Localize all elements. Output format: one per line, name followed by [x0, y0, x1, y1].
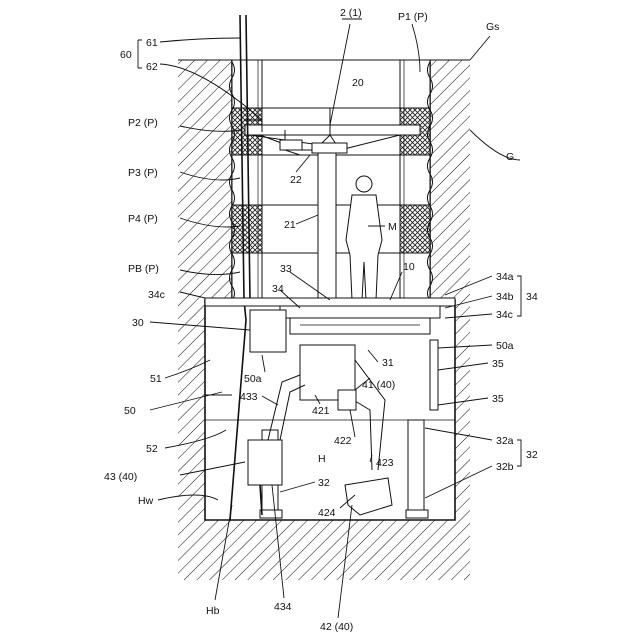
label-41: 41 (40) — [362, 379, 395, 391]
label-433: 433 — [240, 391, 258, 403]
label-62: 62 — [146, 61, 158, 73]
label-33: 33 — [280, 263, 292, 275]
label-30: 30 — [132, 317, 144, 329]
label-60: 60 — [120, 49, 132, 61]
label-p4: P4 (P) — [128, 213, 158, 225]
label-m: M — [388, 221, 397, 233]
label-52: 52 — [146, 443, 158, 455]
label-20: 20 — [352, 77, 364, 89]
work-deck — [205, 298, 455, 334]
label-35-bottom: 35 — [492, 393, 504, 405]
label-31: 31 — [382, 357, 394, 369]
label-51: 51 — [150, 373, 162, 385]
label-h: H — [318, 453, 326, 465]
label-title: 2 (1) — [340, 7, 362, 19]
label-42: 42 (40) — [320, 621, 353, 633]
label-22: 22 — [290, 174, 302, 186]
label-hb: Hb — [206, 605, 220, 617]
label-35-top: 35 — [492, 358, 504, 370]
label-21: 21 — [284, 219, 296, 231]
label-p3: P3 (P) — [128, 167, 158, 179]
label-422: 422 — [334, 435, 352, 447]
central-column — [318, 153, 336, 305]
control-box — [250, 310, 286, 352]
label-34c-left: 34c — [148, 289, 165, 301]
label-424: 424 — [318, 507, 336, 519]
label-34b: 34b — [496, 291, 514, 303]
label-50a-left: 50a — [244, 373, 262, 385]
label-32-group: 32 — [526, 449, 538, 461]
label-34a: 34a — [496, 271, 514, 283]
label-g: G — [506, 151, 514, 163]
excavator-arm-right — [300, 345, 392, 515]
label-10: 10 — [403, 261, 415, 273]
label-32: 32 — [318, 477, 330, 489]
label-34: 34 — [272, 283, 284, 295]
label-pb: PB (P) — [128, 263, 159, 275]
label-32b: 32b — [496, 461, 514, 473]
label-32a: 32a — [496, 435, 514, 447]
label-50a-right: 50a — [496, 340, 514, 352]
upper-frame — [245, 108, 420, 155]
label-423: 423 — [376, 457, 394, 469]
label-p2: P2 (P) — [128, 117, 158, 129]
label-34-group: 34 — [526, 291, 538, 303]
label-p1: P1 (P) — [398, 11, 428, 23]
label-434: 434 — [274, 601, 292, 613]
label-43: 43 (40) — [104, 471, 137, 483]
worker-figure — [346, 176, 382, 300]
label-34c-right: 34c — [496, 309, 513, 321]
label-hw: Hw — [138, 495, 154, 507]
label-61: 61 — [146, 37, 158, 49]
label-gs: Gs — [486, 21, 499, 33]
label-421: 421 — [312, 405, 330, 417]
label-50: 50 — [124, 405, 136, 417]
